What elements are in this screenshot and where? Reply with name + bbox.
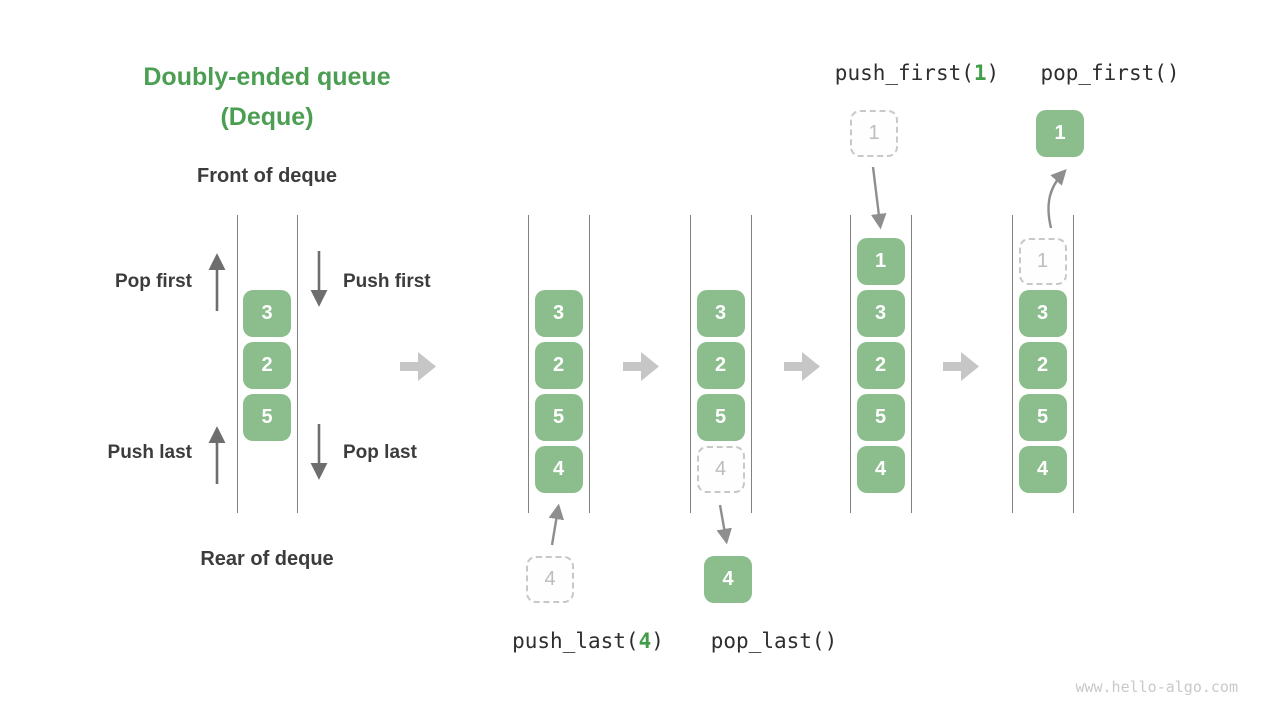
rear-of-deque-label: Rear of deque: [200, 548, 334, 570]
pop-last-code-label: pop_last(): [711, 629, 837, 653]
code-suffix: ): [1166, 61, 1180, 85]
queue-after-push-last: 3 2 5 4: [528, 215, 590, 513]
deque-cell-3: 3: [243, 290, 291, 337]
deque-cell-1: 1: [856, 238, 905, 285]
front-of-deque-label: Front of deque: [197, 165, 337, 187]
code-arg: 1: [973, 61, 987, 85]
pop-first-code-label: pop_first(): [1040, 61, 1179, 85]
code-prefix: pop_first(: [1040, 61, 1167, 85]
transition-arrow-icon: [784, 352, 820, 381]
deque-cell-3: 3: [696, 290, 745, 337]
transition-arrow-icon: [623, 352, 659, 381]
deque-cell-5: 5: [696, 394, 745, 441]
queue-after-push-first: 1 3 2 5 4: [850, 215, 912, 513]
deque-cell-4-ghost: 4: [696, 446, 745, 493]
code-prefix: pop_last(: [710, 629, 825, 653]
queue-during-pop-last: 3 2 5 4: [690, 215, 752, 513]
transition-arrow-icon: [400, 352, 436, 381]
deque-cell-4: 4: [534, 446, 583, 493]
code-arg: 4: [638, 629, 652, 653]
code-prefix: push_last(: [512, 629, 639, 653]
push-first-code-label: push_first(1): [835, 61, 999, 85]
deque-cell-4: 4: [856, 446, 905, 493]
incoming-element-4: 4: [526, 556, 574, 603]
site-watermark: www.hello-algo.com: [1075, 678, 1238, 696]
push-last-label: Push last: [107, 442, 192, 463]
diagram-title: Doubly-ended queue (Deque): [57, 57, 477, 137]
code-suffix: ): [986, 61, 1000, 85]
deque-cell-1-ghost: 1: [1018, 238, 1067, 285]
push-last-move-arrow-icon: [548, 503, 565, 546]
deque-cell-2: 2: [534, 342, 583, 389]
deque-cell-5: 5: [534, 394, 583, 441]
push-last-code-label: push_last(4): [512, 629, 664, 653]
outgoing-element-1: 1: [1036, 110, 1084, 157]
queue-during-pop-first: 1 3 2 5 4: [1012, 215, 1074, 513]
title-line-2: (Deque): [220, 103, 314, 131]
deque-cell-5: 5: [856, 394, 905, 441]
deque-cell-2: 2: [1018, 342, 1067, 389]
code-prefix: push_first(: [834, 61, 974, 85]
push-first-label: Push first: [343, 271, 431, 292]
deque-cell-3: 3: [856, 290, 905, 337]
code-suffix: ): [824, 629, 838, 653]
title-line-1: Doubly-ended queue: [143, 63, 391, 91]
deque-cell-3: 3: [1018, 290, 1067, 337]
deque-cell-3: 3: [534, 290, 583, 337]
deque-cell-2: 2: [856, 342, 905, 389]
code-suffix: ): [651, 629, 664, 653]
queue-initial: 3 2 5: [237, 215, 298, 513]
incoming-element-1: 1: [850, 110, 898, 157]
deque-cell-5: 5: [243, 394, 291, 441]
deque-cell-5: 5: [1018, 394, 1067, 441]
deque-cell-2: 2: [696, 342, 745, 389]
pop-first-label: Pop first: [114, 271, 192, 292]
deque-cell-4: 4: [1018, 446, 1067, 493]
outgoing-element-4: 4: [704, 556, 752, 603]
deque-cell-2: 2: [243, 342, 291, 389]
transition-arrow-icon: [943, 352, 979, 381]
pop-last-label: Pop last: [343, 442, 417, 463]
